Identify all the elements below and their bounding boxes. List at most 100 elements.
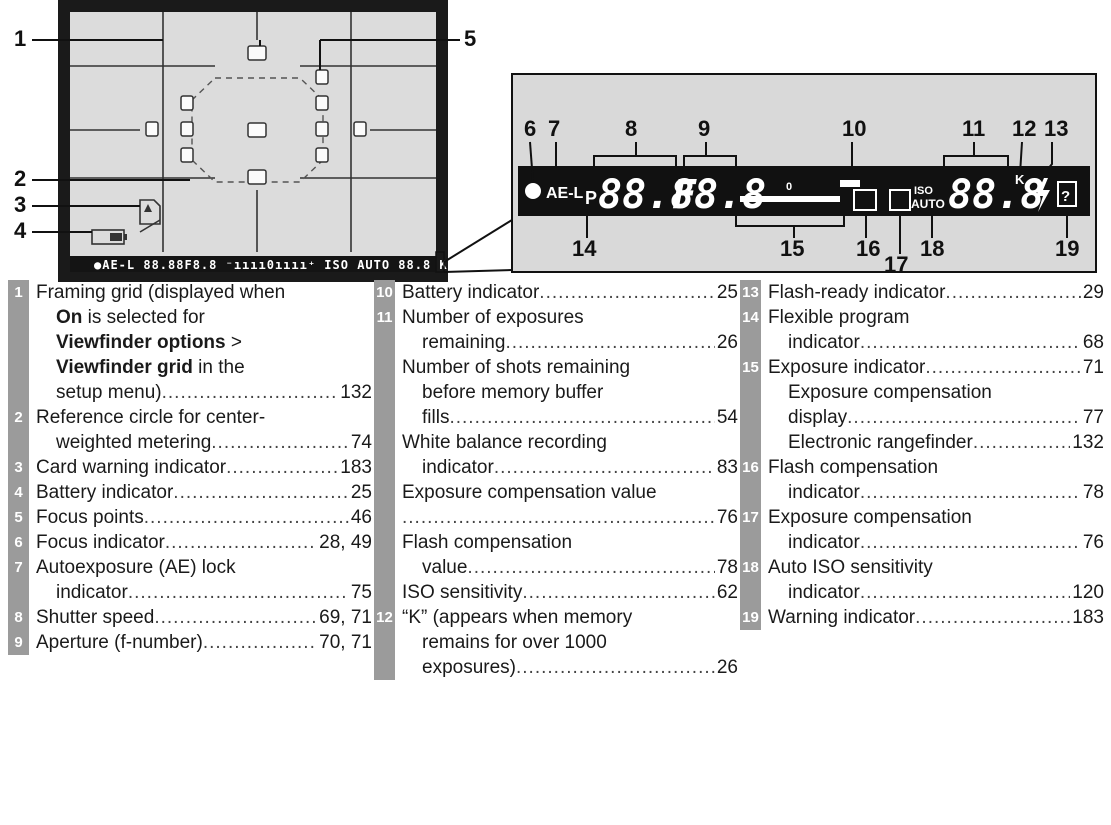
legend-number-badge: 17 — [740, 505, 761, 555]
page-number: 25 — [716, 282, 738, 303]
svg-text:ISO: ISO — [914, 185, 933, 197]
page-number: 75 — [350, 582, 372, 603]
svg-text:7: 7 — [548, 116, 560, 141]
svg-text:9: 9 — [698, 116, 710, 141]
callout-1: 1 — [14, 26, 26, 51]
legend-text-line: Autoexposure (AE) lock — [36, 557, 236, 578]
page-number: 183 — [1072, 607, 1104, 628]
legend-text-line: Flash compensation — [402, 532, 573, 553]
svg-text:12: 12 — [1012, 116, 1036, 141]
page-number: 28, 49 — [319, 532, 372, 553]
legend-item-9: 9 Aperture (f-number) ...................… — [8, 630, 372, 655]
legend-text-line: Shutter speed ..........................… — [36, 607, 372, 628]
svg-text:15: 15 — [780, 236, 804, 261]
legend-number-badge: 8 — [8, 605, 29, 630]
legend-text-line: display ................................… — [788, 407, 1104, 428]
legend-text-line: “K” (appears when memory — [402, 607, 633, 628]
svg-text:8.8: 8.8 — [694, 172, 766, 218]
callout-2: 2 — [14, 166, 26, 191]
battery-icon — [91, 229, 127, 245]
lcd-enlarged-strip — [518, 166, 1090, 216]
svg-text:AUTO: AUTO — [911, 197, 945, 211]
page-number: 132 — [340, 382, 372, 403]
svg-text:?: ? — [1061, 188, 1070, 205]
legend-text-line: Flexible program — [768, 307, 910, 328]
legend-item-5: 5 Focus points ..........................… — [8, 505, 372, 530]
legend-text-line: before memory buffer — [422, 382, 604, 403]
callout-3: 3 — [14, 192, 26, 217]
page-number: 26 — [716, 657, 738, 678]
legend-text-line: setup menu) ............................… — [56, 382, 372, 403]
svg-text:K: K — [1015, 172, 1025, 187]
legend-number-badge: 2 — [8, 405, 29, 455]
svg-text:14: 14 — [572, 236, 597, 261]
svg-text:88.8: 88.8 — [948, 172, 1044, 218]
framing-grid — [70, 12, 436, 252]
legend-text-line: Warning indicator ......................… — [768, 607, 1104, 628]
legend-text-line: Framing grid (displayed when — [36, 282, 286, 303]
svg-text:13: 13 — [1044, 116, 1068, 141]
legend-number-badge: 1 — [8, 280, 29, 405]
legend-text-line: Viewfinder options > — [56, 332, 242, 353]
viewfinder-lcd-text: ●AE-L 88.88F8.8 ⁻ıııı0ıııı⁺ ISO AUTO 88.… — [94, 258, 481, 272]
page-number: 77 — [1082, 407, 1104, 428]
page-number: 25 — [350, 482, 372, 503]
legend-item-8: 8 Shutter speed .........................… — [8, 605, 372, 630]
legend-text-line: Exposure compensation — [788, 382, 992, 403]
page-number: 83 — [716, 457, 738, 478]
legend-number-badge: 18 — [740, 555, 761, 605]
legend-text-line: Reference circle for center- — [36, 407, 266, 428]
legend-number-badge: 3 — [8, 455, 29, 480]
legend-text-line: On is selected for — [56, 307, 205, 328]
legend-text-line: Flash compensation — [768, 457, 939, 478]
legend-item-6: 6 Focus indicator .......................… — [8, 530, 372, 555]
page-number: 78 — [1082, 482, 1104, 503]
legend-number-badge: 14 — [740, 305, 761, 355]
legend-text-line: Card warning indicator .................… — [36, 457, 372, 478]
legend-text-line: Exposure compensation value — [402, 482, 657, 503]
legend-text-line: Electronic rangefinder .................… — [788, 432, 1104, 453]
legend-text-line: Aperture (f-number) ....................… — [36, 632, 372, 653]
legend-number-badge: 11 — [374, 305, 395, 605]
legend-item-18: 18 Auto ISO sensitivity indicator ........… — [740, 555, 1104, 605]
legend-number-badge: 19 — [740, 605, 761, 630]
page-number: 46 — [350, 507, 372, 528]
viewfinder-lcd-strip — [70, 256, 436, 272]
svg-text:P: P — [585, 188, 597, 208]
svg-text:F: F — [672, 172, 697, 218]
legend-text-line: indicator ..............................… — [788, 582, 1104, 603]
legend-text-line: Focus points ...........................… — [36, 507, 372, 528]
legend-number-badge: 5 — [8, 505, 29, 530]
page-number: 183 — [340, 457, 372, 478]
legend-number-badge: 6 — [8, 530, 29, 555]
legend-number-badge: 10 — [374, 280, 395, 305]
legend-number-badge: 12 — [374, 605, 395, 680]
viewfinder-diagram: ●AE-L 88.88F8.8 ⁻ıııı0ıııı⁺ ISO AUTO 88.… — [14, 0, 1097, 282]
svg-text:17: 17 — [884, 252, 908, 277]
page-number: 78 — [716, 557, 738, 578]
reference-circle — [191, 77, 324, 183]
legend-text-line: Auto ISO sensitivity — [768, 557, 933, 578]
page-number: 62 — [716, 582, 738, 603]
legend-text-line: fills ..................................… — [422, 407, 738, 428]
svg-text:AE-L: AE-L — [546, 185, 584, 202]
card-warning-icon — [139, 199, 161, 233]
page-number: 29 — [1082, 282, 1104, 303]
svg-text:11: 11 — [962, 116, 985, 141]
page-number: 70, 71 — [319, 632, 372, 653]
legend-text-line: indicator ..............................… — [56, 582, 372, 603]
legend-text-line: value ..................................… — [422, 557, 738, 578]
legend-text-line: Viewfinder grid in the — [56, 357, 245, 378]
legend-number-badge: 9 — [8, 630, 29, 655]
legend-text-line: Focus indicator ........................… — [36, 532, 372, 553]
